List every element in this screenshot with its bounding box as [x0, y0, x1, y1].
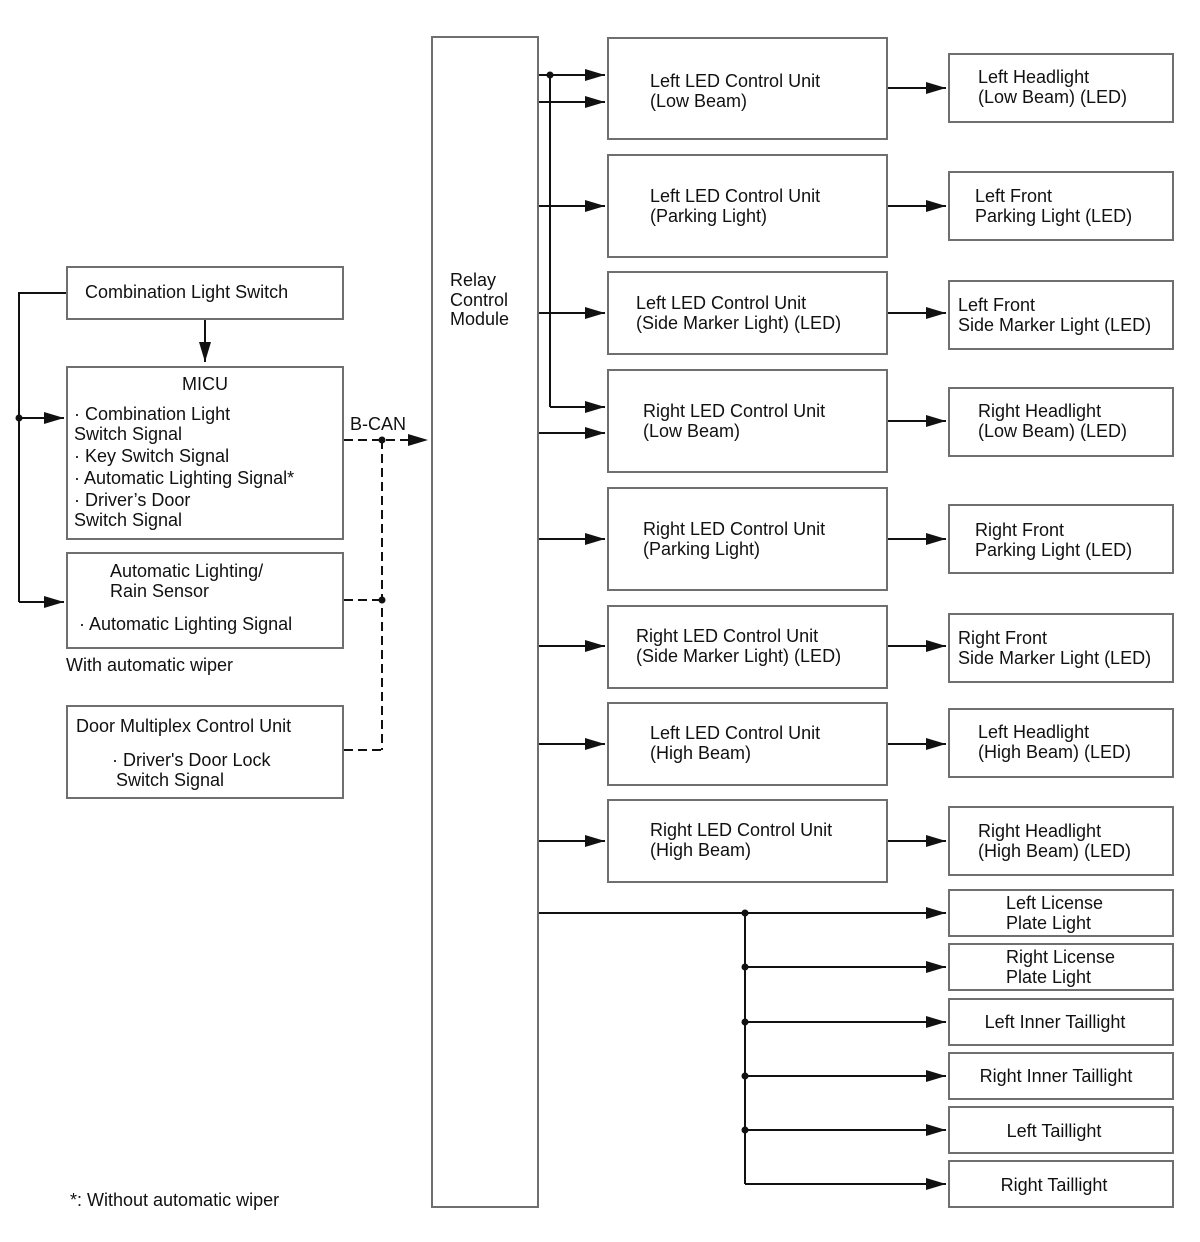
tail-light-label: Right Inner Taillight — [979, 1066, 1133, 1086]
micu-signal-line: · Automatic Lighting Signal* — [74, 468, 295, 488]
light-box — [948, 806, 1174, 876]
light-label: Left Front — [958, 295, 1036, 315]
tail-light-label: Left Inner Taillight — [984, 1012, 1126, 1032]
control-unit-label: Right LED Control Unit — [643, 401, 826, 421]
control-unit-box — [607, 605, 888, 689]
control-unit-box — [607, 702, 888, 786]
control-unit-label: Right LED Control Unit — [636, 626, 819, 646]
relay-module-label: Control — [450, 290, 509, 310]
tail-light-box — [948, 998, 1174, 1046]
light-label: Left Headlight — [978, 722, 1090, 742]
control-unit-label: (Low Beam) — [643, 421, 741, 441]
light-label: Side Marker Light (LED) — [958, 648, 1152, 668]
light-label: (Low Beam) (LED) — [978, 421, 1128, 441]
light-label: Left Front — [975, 186, 1053, 206]
control-unit-box — [607, 369, 888, 473]
relay-branch-line — [538, 74, 551, 407]
light-box — [948, 387, 1174, 457]
micu-signal-line: · Combination Light — [74, 404, 231, 424]
rain-sensor-title: Automatic Lighting/ — [110, 561, 264, 581]
light-box — [948, 613, 1174, 683]
door-multiplex-signal: · Driver's Door Lock — [112, 750, 271, 770]
rain-sensor-title: Rain Sensor — [110, 581, 210, 601]
relay-control-module-box — [431, 36, 539, 1208]
rain-sensor-signal: · Automatic Lighting Signal — [79, 614, 293, 634]
control-unit-label: (High Beam) — [650, 743, 752, 763]
junction-dot — [741, 1072, 749, 1080]
control-unit-label: Left LED Control Unit — [650, 723, 821, 743]
control-unit-label: (High Beam) — [650, 840, 752, 860]
door-multiplex-signal: Switch Signal — [116, 770, 225, 790]
micu-signal-line: Switch Signal — [74, 424, 183, 444]
combination-light-switch-label: Combination Light Switch — [85, 282, 289, 302]
light-box — [948, 708, 1174, 778]
control-unit-box — [607, 37, 888, 140]
light-box — [948, 280, 1174, 350]
junction-dot — [546, 71, 554, 79]
control-unit-label: Left LED Control Unit — [636, 293, 807, 313]
tail-light-label: Plate Light — [1006, 913, 1092, 933]
junction-dot — [741, 1126, 749, 1134]
light-label: (High Beam) (LED) — [978, 742, 1132, 762]
micu-signal-line: · Driver’s Door — [74, 490, 191, 510]
junction-dot — [741, 963, 749, 971]
tail-light-label: Left License — [1006, 893, 1104, 913]
door-multiplex-box — [66, 705, 344, 799]
control-unit-label: (Low Beam) — [650, 91, 748, 111]
tail-light-label: Right Taillight — [1000, 1175, 1108, 1195]
footnote: *: Without automatic wiper — [70, 1190, 280, 1210]
micu-signal-line: Switch Signal — [74, 510, 183, 530]
tail-light-box — [948, 1052, 1174, 1100]
control-unit-label: Right LED Control Unit — [643, 519, 826, 539]
light-label: Right Headlight — [978, 401, 1102, 421]
control-unit-label: (Side Marker Light) (LED) — [636, 313, 842, 333]
door-multiplex-title: Door Multiplex Control Unit — [76, 716, 292, 736]
light-label: (High Beam) (LED) — [978, 841, 1132, 861]
light-box — [948, 171, 1174, 241]
light-label: Side Marker Light (LED) — [958, 315, 1152, 335]
micu-box — [66, 366, 344, 540]
tail-light-label: Left Taillight — [1006, 1121, 1102, 1141]
switch-feed-line — [18, 292, 66, 602]
tail-light-label: Right License — [1006, 947, 1116, 967]
tail-light-box — [948, 943, 1174, 991]
junction-dot — [741, 909, 749, 917]
control-unit-box — [607, 271, 888, 355]
combination-light-switch-box — [66, 266, 344, 320]
junction-dot — [15, 414, 23, 422]
micu-title: MICU — [182, 374, 228, 394]
control-unit-label: (Parking Light) — [650, 206, 768, 226]
control-unit-label: Left LED Control Unit — [650, 186, 821, 206]
control-unit-label: Left LED Control Unit — [650, 71, 821, 91]
light-label: Parking Light (LED) — [975, 206, 1133, 226]
light-label: Right Front — [975, 520, 1065, 540]
wiper-note: With automatic wiper — [66, 655, 234, 675]
relay-module-label: Relay — [450, 270, 497, 290]
light-label: Right Headlight — [978, 821, 1102, 841]
control-unit-box — [607, 487, 888, 591]
control-unit-label: (Parking Light) — [643, 539, 761, 559]
light-label: Right Front — [958, 628, 1048, 648]
micu-signal-line: · Key Switch Signal — [74, 446, 230, 466]
junction-dot — [378, 596, 386, 604]
tail-light-box — [948, 1160, 1174, 1208]
junction-dot — [378, 436, 386, 444]
junction-dot — [741, 1018, 749, 1026]
light-label: (Low Beam) (LED) — [978, 87, 1128, 107]
control-unit-box — [607, 799, 888, 883]
light-label: Parking Light (LED) — [975, 540, 1133, 560]
b-can-label: B-CAN — [350, 414, 407, 434]
rain-sensor-box — [66, 552, 344, 649]
control-unit-box — [607, 154, 888, 258]
control-unit-label: Right LED Control Unit — [650, 820, 833, 840]
control-unit-label: (Side Marker Light) (LED) — [636, 646, 842, 666]
tail-light-box — [948, 889, 1174, 937]
tail-light-box — [948, 1106, 1174, 1154]
light-box — [948, 504, 1174, 574]
relay-module-label: Module — [450, 309, 510, 329]
light-label: Left Headlight — [978, 67, 1090, 87]
tail-light-label: Plate Light — [1006, 967, 1092, 987]
light-box — [948, 53, 1174, 123]
